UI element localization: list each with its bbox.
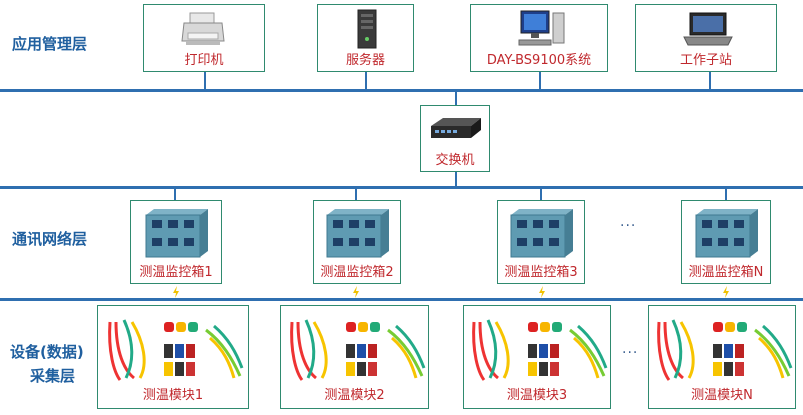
node-label: 服务器 bbox=[345, 53, 385, 68]
sensor-cluster-icon bbox=[104, 312, 244, 384]
bus-device bbox=[0, 298, 803, 301]
node-system: DAY-BS9100系统 bbox=[470, 4, 608, 72]
monitor-box: 测温监控箱1 bbox=[130, 200, 222, 284]
cabinet-icon bbox=[323, 207, 393, 261]
layer-label-app: 应用管理层 bbox=[12, 35, 88, 53]
connector bbox=[540, 188, 542, 200]
node-label: 测温模块2 bbox=[324, 388, 385, 403]
node-label: 测温监控箱N bbox=[688, 265, 764, 280]
monitor-box: 测温监控箱N bbox=[681, 200, 771, 284]
sensor-module: 测温模块2 bbox=[280, 305, 429, 409]
node-label: 测温模块N bbox=[691, 388, 753, 403]
lightning-icon bbox=[352, 286, 360, 298]
ellipsis: ··· bbox=[620, 218, 637, 234]
sensor-cluster-icon bbox=[653, 312, 793, 384]
sensor-cluster-icon bbox=[468, 312, 608, 384]
bus-network bbox=[0, 186, 803, 189]
monitor-box: 测温监控箱3 bbox=[497, 200, 585, 284]
sensor-module: 测温模块1 bbox=[97, 305, 249, 409]
connector bbox=[539, 72, 541, 90]
desktop-computer-icon bbox=[517, 9, 567, 49]
printer-icon bbox=[180, 11, 226, 47]
node-server: 服务器 bbox=[317, 4, 414, 72]
connector bbox=[204, 72, 206, 90]
network-switch-icon bbox=[429, 116, 483, 142]
connector bbox=[174, 188, 176, 200]
connector bbox=[455, 172, 457, 187]
connector bbox=[365, 72, 367, 90]
node-label: 打印机 bbox=[184, 53, 224, 68]
node-label: 测温监控箱2 bbox=[320, 265, 394, 280]
server-icon bbox=[356, 9, 378, 49]
cabinet-icon bbox=[142, 207, 212, 261]
monitor-box: 测温监控箱2 bbox=[313, 200, 401, 284]
node-label: 测温监控箱3 bbox=[504, 265, 578, 280]
layer-label-device-line1: 设备(数据) bbox=[10, 343, 84, 361]
sensor-module: 测温模块3 bbox=[463, 305, 611, 409]
connector bbox=[455, 91, 457, 105]
laptop-icon bbox=[682, 11, 734, 47]
sensor-module: 测温模块N bbox=[648, 305, 796, 409]
bus-app bbox=[0, 89, 803, 92]
connector bbox=[709, 72, 711, 90]
node-label: 工作子站 bbox=[679, 53, 732, 68]
node-label: DAY-BS9100系统 bbox=[486, 53, 592, 68]
cabinet-icon bbox=[692, 207, 762, 261]
lightning-icon bbox=[722, 286, 730, 298]
lightning-icon bbox=[172, 286, 180, 298]
sensor-cluster-icon bbox=[286, 312, 426, 384]
node-printer: 打印机 bbox=[143, 4, 265, 72]
layer-label-device-line2: 采集层 bbox=[30, 367, 76, 385]
ellipsis: ··· bbox=[622, 345, 639, 361]
node-label: 测温模块1 bbox=[142, 388, 204, 403]
connector bbox=[725, 188, 727, 200]
connector bbox=[355, 188, 357, 200]
node-label: 测温模块3 bbox=[506, 388, 568, 403]
node-label: 测温监控箱1 bbox=[139, 265, 213, 280]
cabinet-icon bbox=[507, 207, 577, 261]
lightning-icon bbox=[538, 286, 546, 298]
node-workstation: 工作子站 bbox=[635, 4, 777, 72]
layer-label-network: 通讯网络层 bbox=[12, 230, 88, 248]
node-switch: 交换机 bbox=[420, 105, 490, 172]
node-label: 交换机 bbox=[435, 153, 475, 168]
